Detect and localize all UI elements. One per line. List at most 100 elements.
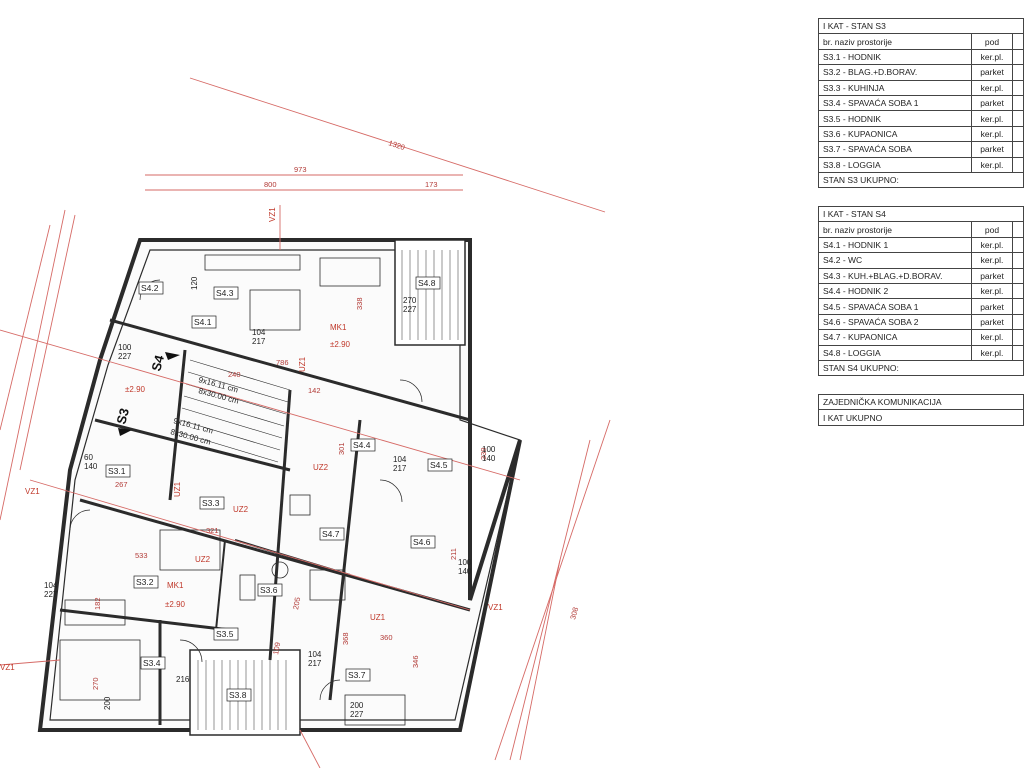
room-label: S4.2 [141,283,159,293]
door-tag-200b: 200 [103,696,112,710]
dim-973: 973 [294,165,307,174]
label-vz1-bl: VZ1 [0,663,15,672]
floor-total: I KAT UKUPNO [818,409,1024,426]
dim-267: 267 [115,480,128,489]
room-label-box [410,535,436,549]
dim-109: 109 [271,641,282,655]
room-label: S3.6 [260,585,278,595]
label-vz1-left: VZ1 [25,487,40,496]
door-tag-140: 140 [482,454,496,463]
room-label-box [133,575,159,589]
dim-346: 346 [411,655,420,668]
door-tag-270: 270 [403,296,417,305]
col-header-name: br. naziv prostorije [818,33,972,50]
room-label-box [350,438,376,452]
col-header-name: br. naziv prostorije [818,221,972,238]
door-tags: 104 217 100 227 100 140 60 140 104 217 1… [44,276,496,719]
table-common: ZAJEDNIČKA KOMUNIKACIJA I KAT UKUPNO [818,393,1024,426]
level-290-a: ±2.90 [330,340,351,349]
door-tag-104: 104 [252,328,266,337]
dim-182: 182 [93,597,102,610]
door-tag-60: 60 [84,453,93,462]
door-tag-227: 227 [118,352,132,361]
door-tag-100c: 100 [458,558,472,567]
common-label: ZAJEDNIČKA KOMUNIKACIJA [818,393,1024,411]
dim-308: 308 [568,606,580,620]
room-label-box [226,688,252,702]
section-markers: S4 S3 [113,352,180,436]
door-tag-100: 100 [118,343,132,352]
table-total: STAN S3 UKUPNO: [818,171,1024,189]
door-tag-104b: 104 [393,455,407,464]
level-290-c: ±2.90 [165,600,186,609]
room-label-box [427,458,453,472]
table-row: S4.3 - KUH.+BLAG.+D.BORAV.parket [818,267,1024,284]
dim-786: 786 [276,358,289,367]
dim-339: 339 [479,447,488,460]
room-label: S4.1 [194,317,212,327]
room-label-box [105,464,131,478]
label-mk1-a: MK1 [330,323,347,332]
room-label-box [345,668,371,682]
col-header-floor: pod [971,221,1013,238]
label-uz2-a: UZ2 [313,463,329,472]
room-label-box [213,286,239,300]
door-tag-100b: 100 [482,445,496,454]
room-label: S3.1 [108,466,126,476]
door-tag-217c: 217 [308,659,322,668]
table-title: I KAT - STAN S3 [818,17,1024,35]
room-label: S4.3 [216,288,234,298]
section-s3: S3 [113,407,132,426]
dim-368: 368 [341,632,350,645]
dim-301: 301 [337,442,346,455]
door-tag-227b: 227 [44,590,58,599]
building-walls [37,238,522,736]
section-s4: S4 [148,353,167,373]
label-uz2-c: UZ2 [195,555,211,564]
room-label: S3.8 [229,690,247,700]
dim-321: 321 [206,526,219,535]
table-total: STAN S4 UKUPNO: [818,359,1024,377]
room-label: S3.5 [216,629,234,639]
room-label: S4.8 [418,278,436,288]
room-label: S4.4 [353,440,371,450]
door-tag-227d: 227 [403,305,417,314]
room-label: S3.4 [143,658,161,668]
level-290-b: ±2.90 [125,385,146,394]
label-uz2-b: UZ2 [233,505,249,514]
room-label: S3.7 [348,670,366,680]
dim-800: 800 [264,180,277,189]
door-tag-104c: 104 [44,581,58,590]
label-mk1-b: MK1 [167,581,184,590]
door-tag-104d: 104 [308,650,322,659]
door-tag-140b: 140 [84,462,98,471]
door-tag-217: 217 [252,337,266,346]
label-uz1-c: UZ1 [370,613,386,622]
door-tag-216: 216 [176,675,190,684]
grid-labels: VZ1 VZ1 VZ1 VZ1 UZ1 UZ1 UZ1 UZ2 UZ2 UZ2 … [0,207,503,672]
dim-270: 270 [91,677,100,690]
door-tag-217b: 217 [393,464,407,473]
label-vz1-top: VZ1 [268,207,277,222]
label-uz1-b: UZ1 [173,481,182,497]
label-vz1-right: VZ1 [488,603,503,612]
room-label-box [199,496,225,510]
dim-533: 533 [135,551,148,560]
room-label: S4.7 [322,529,340,539]
room-label-box [191,315,217,329]
dimension-lines [0,77,611,768]
dim-142: 142 [308,386,321,395]
